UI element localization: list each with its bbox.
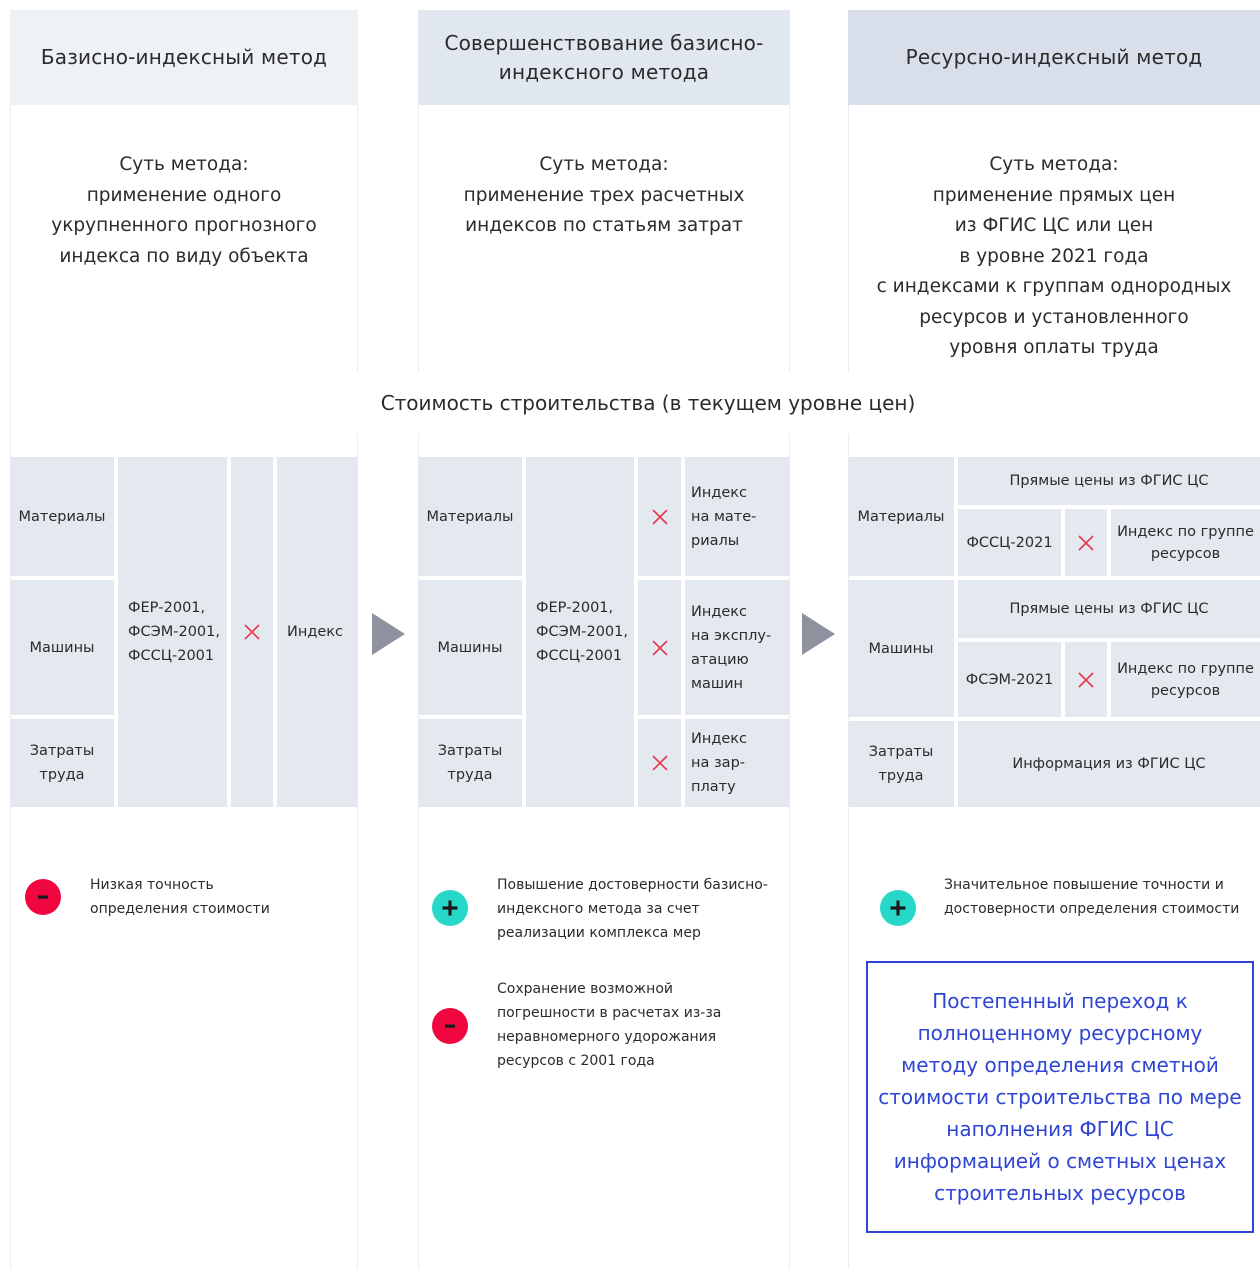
essence-line: применение одного [86, 184, 282, 206]
c2-multiply-labor [638, 719, 681, 807]
c3-direct-prices-machines: Прямые цены из ФГИС ЦС [958, 580, 1260, 638]
essence-line: применение трех расчетных [463, 184, 745, 206]
c3-direct-prices-materials: Прямые цены из ФГИС ЦС [958, 457, 1260, 505]
c2-row-labor-text: Затраты труда [437, 743, 503, 783]
essence-line: индексов по статьям затрат [465, 215, 743, 236]
column-2-title-text: Совершенствование базисно-индексного мет… [444, 30, 764, 84]
c3-note-1: Значительное повышение точности и достов… [944, 877, 1240, 917]
c2-index-labor-text: Индекс на зар- плату [691, 731, 748, 795]
c3-row-machines: Машины [848, 580, 954, 717]
c1-base-norms: ФЕР-2001, ФСЭМ-2001, ФССЦ-2001 [118, 457, 227, 807]
c2-index-materials-text: Индекс на мате- риалы [691, 484, 757, 549]
c1-index: Индекс [277, 457, 358, 807]
c3-row-labor: Затраты труда [848, 721, 954, 807]
arrow-right-icon [802, 613, 835, 655]
essence-line: ресурсов и установленного [919, 306, 1189, 328]
c3-fssc: ФССЦ-2021 [958, 509, 1061, 576]
column-1-essence: Суть метода: применение одного укрупненн… [10, 150, 358, 272]
transition-callout-text: Постепенный переход к полноценному ресур… [878, 989, 1242, 1205]
column-3-title: Ресурсно-индексный метод [848, 10, 1260, 105]
c1-multiply [231, 457, 273, 807]
c3-group-index-materials: Индекс по группе ресурсов [1111, 509, 1260, 576]
column-1-title: Базисно-индексный метод [10, 10, 358, 105]
c1-row-machines: Машины [10, 580, 114, 715]
c1-row-labor-text: Затраты труда [29, 743, 95, 783]
minus-badge [25, 879, 61, 915]
c1-base-norms-text: ФЕР-2001, ФСЭМ-2001, ФССЦ-2001 [128, 600, 220, 664]
c1-note-1: Низкая точность определения стоимости [90, 877, 270, 917]
c3-multiply-materials [1065, 509, 1107, 576]
essence-line: с индексами к группам однородных [876, 276, 1232, 297]
essence-line: индекса по виду объекта [59, 245, 309, 267]
essence-line: Суть метода: [539, 154, 669, 175]
c2-base-norms: ФЕР-2001, ФСЭМ-2001, ФССЦ-2001 [526, 457, 634, 807]
column-3-essence: Суть метода: применение прямых цен из ФГ… [848, 150, 1260, 364]
essence-line: Суть метода: [989, 154, 1119, 175]
c3-multiply-machines [1065, 642, 1107, 717]
minus-badge [432, 1008, 468, 1044]
c2-note-2: Сохранение возможной погрешности в расче… [497, 981, 722, 1069]
banner-text: Стоимость строительства (в текущем уровн… [380, 391, 916, 415]
multiply-icon [1078, 671, 1094, 688]
transition-callout: Постепенный переход к полноценному ресур… [866, 961, 1254, 1233]
minus-icon [38, 895, 48, 899]
essence-line: из ФГИС ЦС или цен [954, 215, 1154, 236]
c3-row-materials: Материалы [848, 457, 954, 576]
c3-fsem: ФСЭМ-2021 [958, 642, 1061, 717]
c3-row-labor-text: Затраты труда [868, 744, 934, 784]
essence-line: Суть метода: [119, 154, 249, 175]
multiply-icon [651, 639, 668, 656]
multiply-icon [651, 755, 668, 771]
c2-index-machines-text: Индекс на эксплу- атацию машин [691, 603, 772, 692]
multiply-icon [244, 624, 260, 640]
multiply-icon [651, 508, 668, 525]
c3-group-index-materials-text: Индекс по группе ресурсов [1117, 523, 1254, 562]
arrow-right-icon [372, 613, 405, 655]
c2-multiply-materials [638, 457, 681, 576]
banner: Стоимость строительства (в текущем уровн… [36, 372, 1260, 434]
plus-icon [890, 900, 906, 916]
multiply-icon [1078, 534, 1094, 551]
c3-group-index-machines-text: Индекс по группе ресурсов [1117, 660, 1254, 699]
c1-row-labor: Затраты труда [10, 719, 114, 807]
c2-index-machines: Индекс на эксплу- атацию машин [685, 580, 790, 715]
column-2-essence: Суть метода: применение трех расчетных и… [418, 150, 790, 242]
c2-row-machines: Машины [418, 580, 522, 715]
column-2-title: Совершенствование базисно-индексного мет… [418, 10, 790, 105]
c2-row-labor: Затраты труда [418, 719, 522, 807]
c1-row-materials: Материалы [10, 457, 114, 576]
c2-multiply-machines [638, 580, 681, 715]
c3-group-index-machines: Индекс по группе ресурсов [1111, 642, 1260, 717]
plus-badge [432, 890, 468, 926]
c2-note-1: Повышение достоверности базисно-индексно… [497, 877, 768, 941]
essence-line: укрупненного прогнозного [51, 215, 317, 236]
c2-index-materials: Индекс на мате- риалы [685, 457, 790, 576]
c2-base-norms-text: ФЕР-2001, ФСЭМ-2001, ФССЦ-2001 [536, 600, 628, 664]
minus-icon [445, 1024, 455, 1028]
c3-labor-info: Информация из ФГИС ЦС [958, 721, 1260, 807]
c2-index-labor: Индекс на зар- плату [685, 719, 790, 807]
plus-badge [880, 890, 916, 926]
plus-icon [442, 900, 458, 916]
essence-line: уровня оплаты труда [949, 337, 1159, 358]
essence-line: в уровне 2021 года [959, 245, 1149, 267]
c2-row-materials: Материалы [418, 457, 522, 576]
essence-line: применение прямых цен [932, 184, 1176, 206]
